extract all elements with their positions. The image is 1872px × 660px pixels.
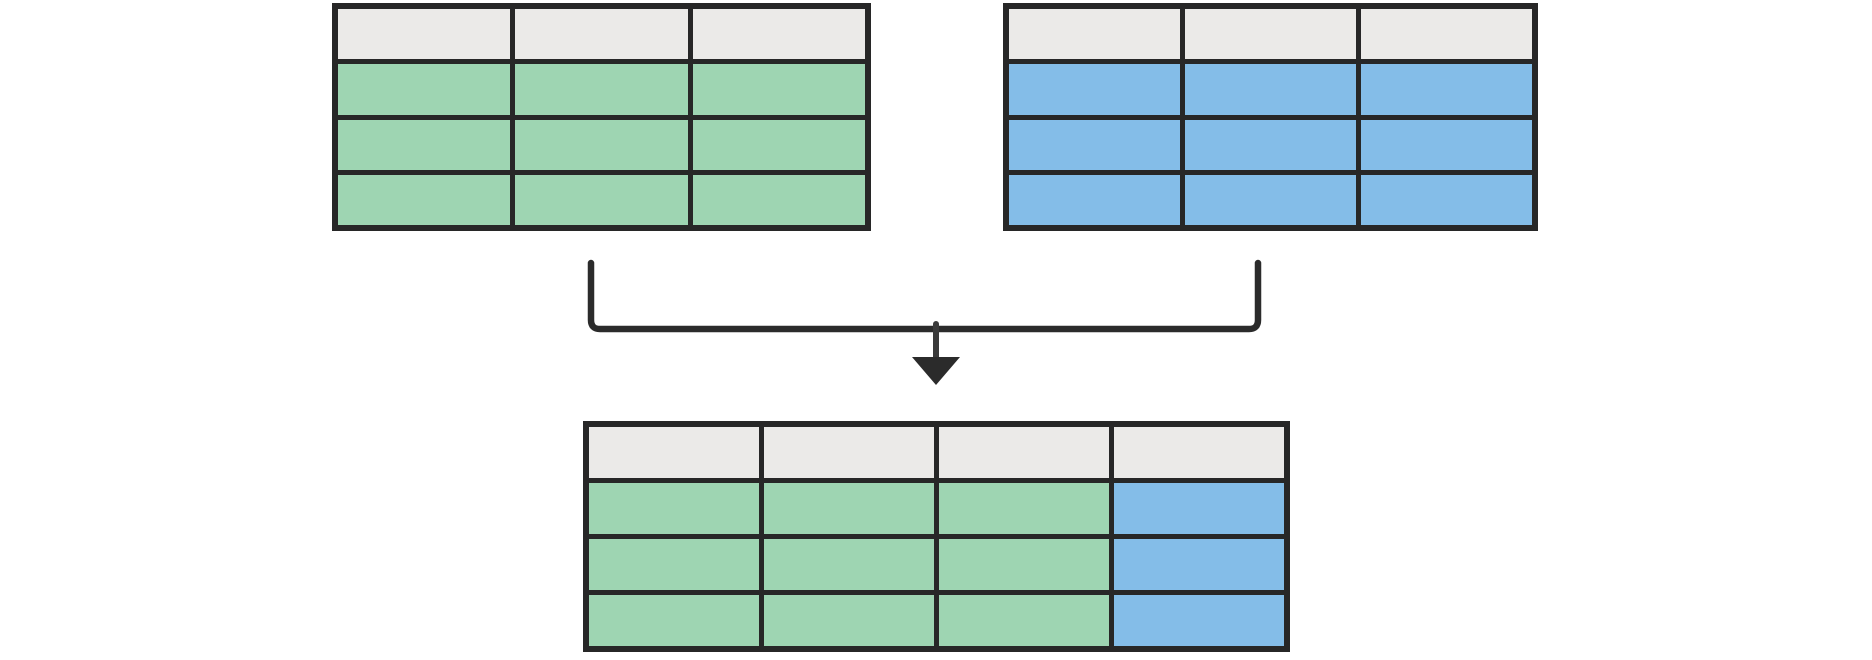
data-cell — [515, 64, 688, 115]
header-cell — [764, 427, 934, 478]
data-cell — [692, 119, 865, 170]
bracket — [587, 259, 1262, 333]
data-cell — [939, 595, 1109, 646]
source-table-left — [332, 3, 871, 231]
data-cell — [939, 539, 1109, 590]
data-cell — [1009, 64, 1180, 115]
data-cell — [764, 483, 934, 534]
source-table-right — [1003, 3, 1538, 231]
header-cell — [939, 427, 1109, 478]
data-cell — [764, 539, 934, 590]
data-cell — [515, 174, 688, 225]
data-cell — [338, 64, 511, 115]
merged-table — [583, 421, 1290, 652]
data-cell — [1114, 483, 1284, 534]
header-cell — [338, 9, 511, 60]
data-cell — [589, 595, 759, 646]
data-cell — [1114, 539, 1284, 590]
data-cell — [1009, 174, 1180, 225]
data-cell — [1361, 119, 1532, 170]
data-cell — [692, 64, 865, 115]
header-cell — [1361, 9, 1532, 60]
data-cell — [589, 483, 759, 534]
data-cell — [338, 119, 511, 170]
data-cell — [338, 174, 511, 225]
data-cell — [692, 174, 865, 225]
arrow-down-icon — [912, 357, 960, 385]
data-cell — [1009, 119, 1180, 170]
header-cell — [589, 427, 759, 478]
header-cell — [1185, 9, 1356, 60]
data-cell — [764, 595, 934, 646]
header-cell — [692, 9, 865, 60]
data-cell — [1185, 174, 1356, 225]
data-cell — [1185, 119, 1356, 170]
header-cell — [515, 9, 688, 60]
header-cell — [1009, 9, 1180, 60]
data-cell — [589, 539, 759, 590]
data-cell — [1361, 64, 1532, 115]
data-cell — [1185, 64, 1356, 115]
data-cell — [515, 119, 688, 170]
data-cell — [1114, 595, 1284, 646]
data-cell — [939, 483, 1109, 534]
data-cell — [1361, 174, 1532, 225]
header-cell — [1114, 427, 1284, 478]
